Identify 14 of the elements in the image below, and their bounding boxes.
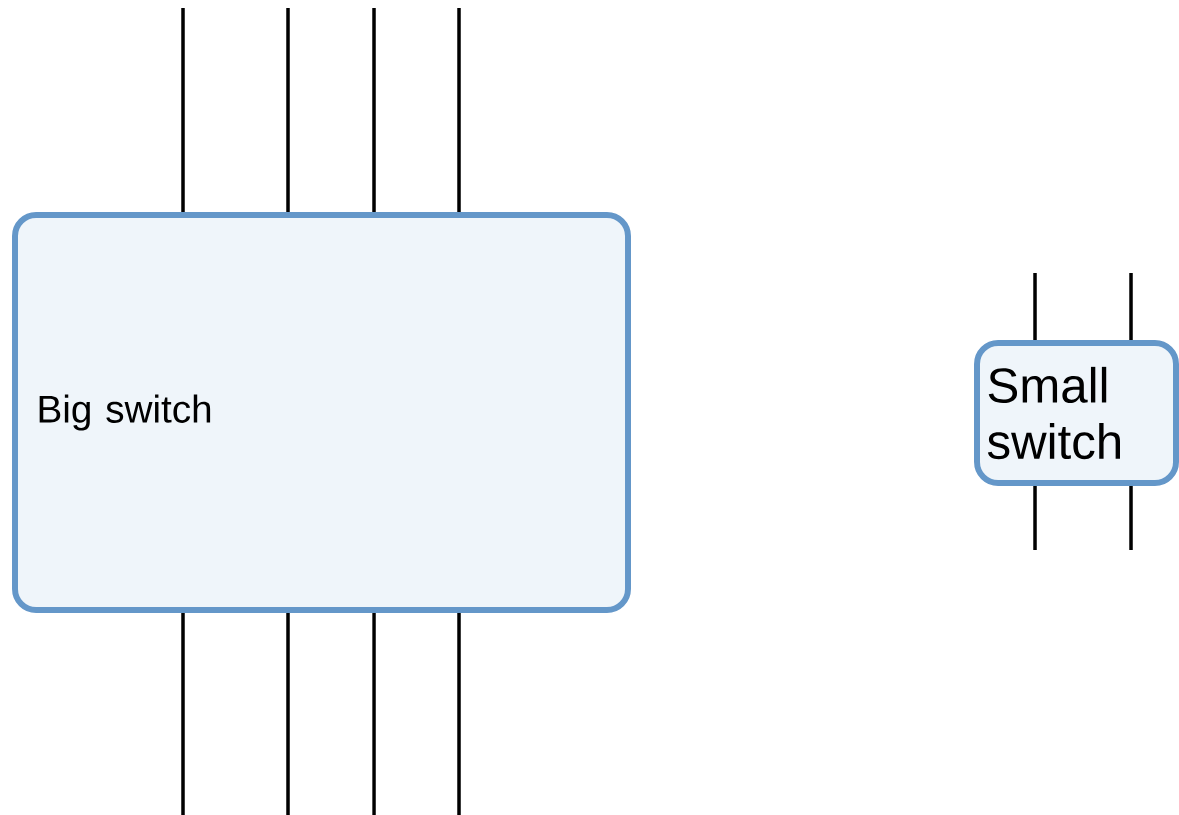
- port-line: [372, 613, 376, 815]
- port-line: [286, 8, 290, 212]
- port-line: [457, 613, 461, 815]
- port-line: [457, 8, 461, 212]
- switch-box: Big switch: [12, 212, 631, 613]
- port-line: [372, 8, 376, 212]
- switch-box: Small switch: [974, 340, 1179, 486]
- port-line: [1033, 273, 1037, 340]
- port-line: [181, 613, 185, 815]
- port-line: [181, 8, 185, 212]
- port-line: [1129, 273, 1133, 340]
- port-line: [1033, 486, 1037, 550]
- port-line: [286, 613, 290, 815]
- port-line: [1129, 486, 1133, 550]
